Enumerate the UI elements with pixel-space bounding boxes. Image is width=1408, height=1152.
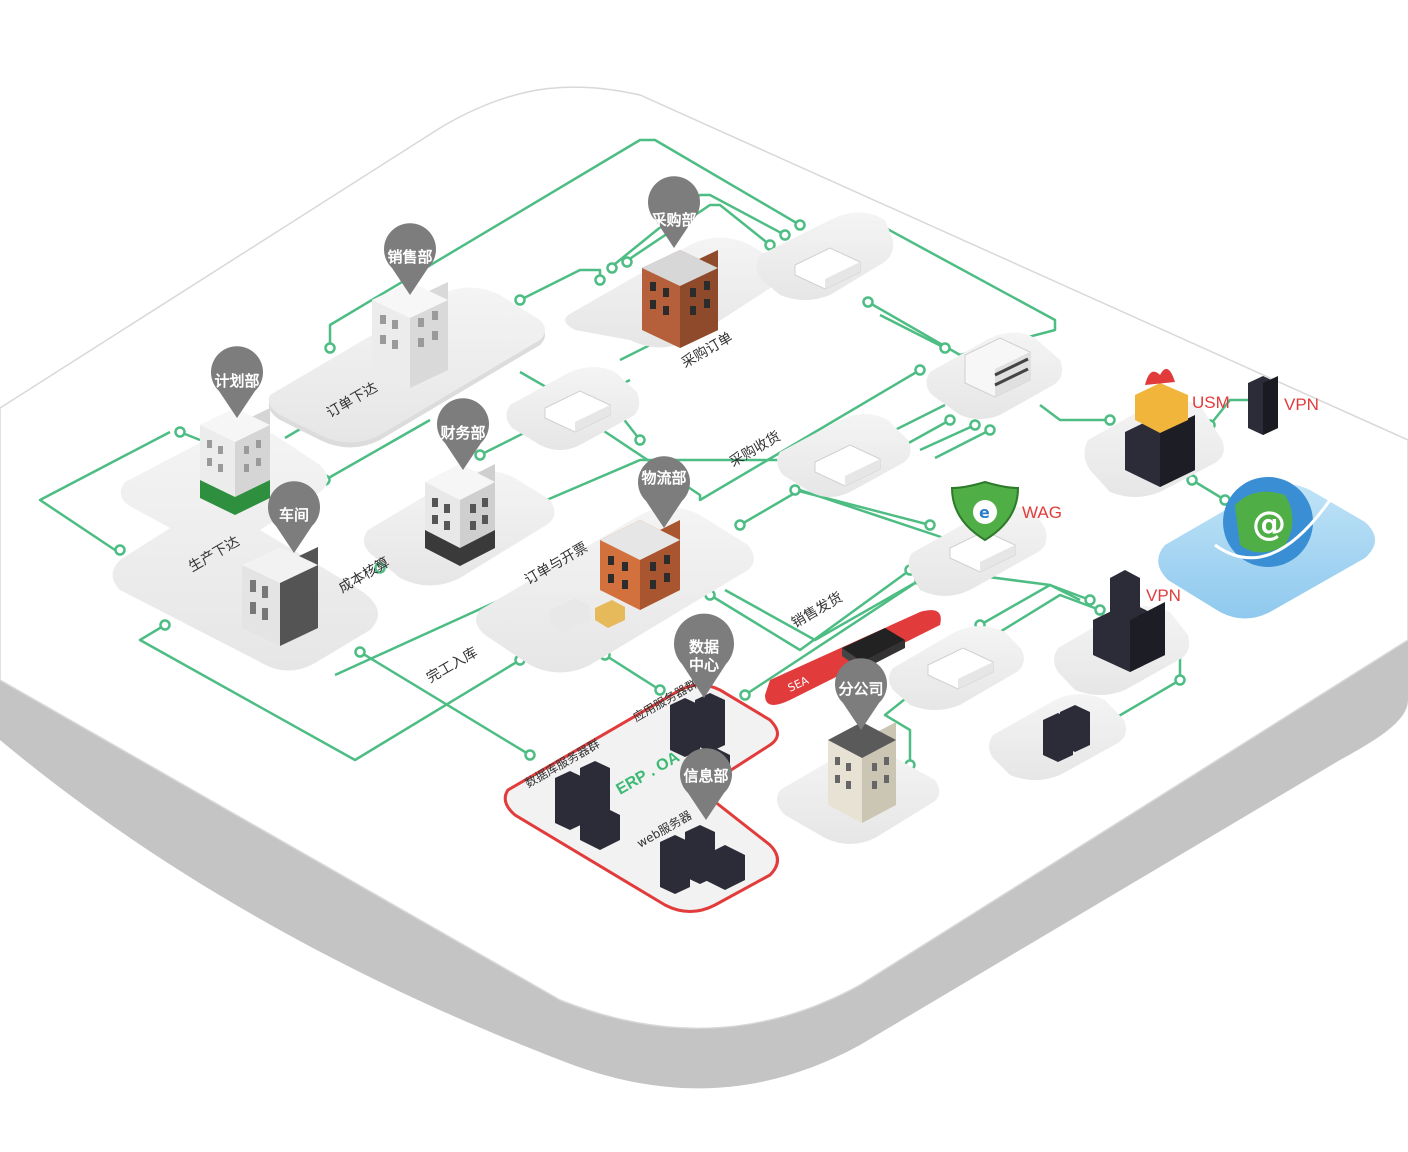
building-planning: [200, 408, 270, 515]
switch-middle-left: [544, 390, 611, 433]
switch-stack: [964, 337, 1031, 398]
switch-bottom: [927, 647, 994, 690]
pin-logistics: 物流部: [638, 456, 690, 528]
building-branch: [828, 722, 896, 823]
svg-text:分公司: 分公司: [838, 680, 883, 698]
building-workshop: [242, 547, 318, 646]
svg-text:财务部: 财务部: [440, 424, 485, 442]
vpn-top-label: VPN: [1284, 395, 1319, 414]
pin-workshop: 车间: [268, 481, 321, 553]
vpn-mid-label: VPN: [1146, 586, 1181, 605]
pin-planning: 计划部: [210, 346, 263, 418]
vpn-top-device: [1248, 376, 1278, 435]
switch-middle: [814, 444, 881, 487]
svg-text:车间: 车间: [279, 506, 309, 524]
switch-devices: [544, 247, 1031, 690]
building-finance: [425, 464, 495, 566]
pin-finance: 财务部: [437, 398, 490, 470]
svg-text:信息部: 信息部: [683, 767, 728, 785]
building-purchasing: [642, 250, 718, 348]
wag-label: WAG: [1022, 503, 1062, 522]
svg-text:计划部: 计划部: [214, 372, 259, 390]
vpn-mid-device: [1093, 570, 1165, 672]
pin-info-dept: 信息部: [680, 748, 732, 820]
switch-wag: [949, 530, 1016, 573]
usm-device: [1125, 368, 1195, 487]
pin-sales: 销售部: [384, 223, 436, 295]
building-logistics: [550, 520, 680, 632]
server-rack-bottom: [1043, 705, 1090, 762]
wag-shield-icon: e: [950, 480, 1020, 542]
building-sales: [372, 282, 448, 388]
svg-text:物流部: 物流部: [641, 469, 686, 487]
svg-text:@: @: [1252, 504, 1286, 544]
svg-text:销售部: 销售部: [387, 248, 432, 266]
svg-text:e: e: [979, 503, 990, 522]
switch-top: [794, 247, 861, 290]
pin-purchasing: 采购部: [648, 176, 700, 248]
pin-branch: 分公司: [835, 658, 887, 730]
svg-text:中心: 中心: [689, 656, 719, 674]
svg-text:采购部: 采购部: [650, 211, 696, 229]
pin-data-center: 数据 中心: [674, 613, 734, 698]
svg-text:数据: 数据: [689, 638, 719, 656]
usm-label: USM: [1192, 393, 1230, 412]
internet-globe-icon: @: [1158, 477, 1375, 619]
